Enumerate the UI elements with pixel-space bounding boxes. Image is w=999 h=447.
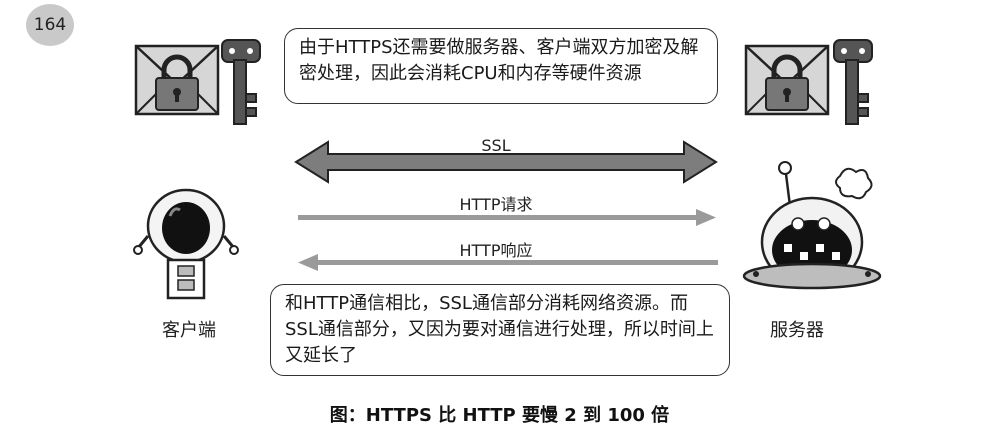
server-label: 服务器	[770, 320, 824, 341]
bottom-callout-text: 和HTTP通信相比，SSL通信部分消耗网络资源。而SSL通信部分，又因为要对通信…	[285, 293, 714, 366]
client-label: 客户端	[162, 320, 216, 341]
ssl-label: SSL	[481, 136, 511, 155]
client-robot-icon	[133, 188, 239, 300]
page-number-badge: 164	[26, 4, 74, 46]
bottom-callout: 和HTTP通信相比，SSL通信部分消耗网络资源。而SSL通信部分，又因为要对通信…	[270, 284, 730, 376]
top-callout-text: 由于HTTPS还需要做服务器、客户端双方加密及解密处理，因此会消耗CPU和内存等…	[299, 37, 699, 84]
http-request-label: HTTP请求	[459, 195, 533, 214]
http-response-arrow	[298, 254, 718, 271]
page-number: 164	[33, 15, 67, 35]
server-robot-icon	[742, 161, 882, 290]
figure-caption: 图：HTTPS 比 HTTP 要慢 2 到 100 倍	[329, 405, 670, 426]
ssl-double-arrow	[294, 140, 718, 184]
top-callout: 由于HTTPS还需要做服务器、客户端双方加密及解密处理，因此会消耗CPU和内存等…	[284, 28, 718, 104]
http-response-label: HTTP响应	[459, 241, 533, 260]
http-request-arrow	[298, 209, 716, 226]
right-key-icon	[833, 39, 873, 125]
left-key-icon	[221, 39, 261, 125]
left-envelope-lock-icon	[134, 44, 220, 116]
right-envelope-lock-icon	[744, 44, 830, 116]
